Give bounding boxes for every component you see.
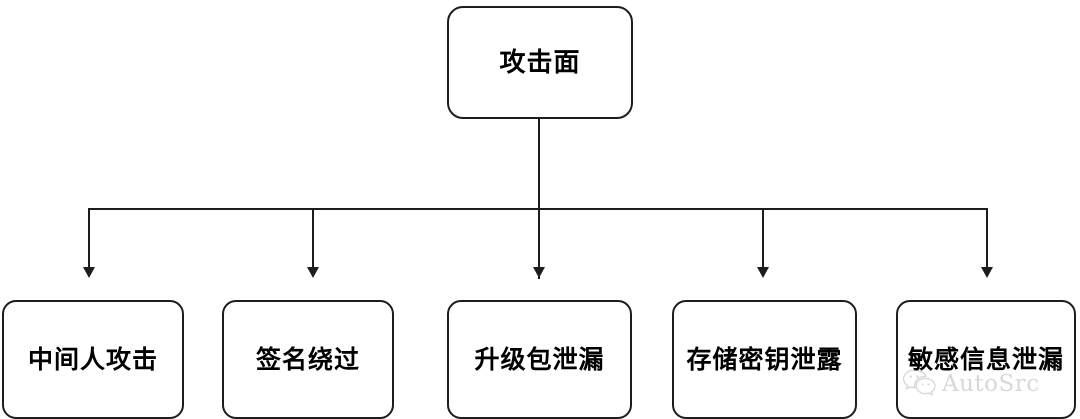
node-label: 存储密钥泄露 <box>686 345 843 374</box>
node-upgrade-package-leak[interactable]: 升级包泄漏 <box>447 300 632 419</box>
node-sensitive-info-leak[interactable]: 敏感信息泄漏 <box>896 300 1076 419</box>
connector-drop-line-3 <box>538 209 540 269</box>
arrow-head-icon <box>83 267 95 278</box>
connector-drop-line-1 <box>88 209 90 269</box>
node-label: 攻击面 <box>499 47 581 78</box>
node-stored-key-leak[interactable]: 存储密钥泄露 <box>672 300 857 419</box>
node-label: 升级包泄漏 <box>474 345 605 374</box>
node-signature-bypass[interactable]: 签名绕过 <box>222 300 394 419</box>
connector-drop-line-2 <box>312 209 314 269</box>
arrow-head-icon <box>533 267 545 278</box>
connector-drop-line-5 <box>986 209 988 269</box>
arrow-head-icon <box>307 267 319 278</box>
node-label: 签名绕过 <box>255 345 360 374</box>
connector-drop-line-4 <box>762 209 764 269</box>
node-mitm-attack[interactable]: 中间人攻击 <box>2 300 184 419</box>
node-attack-surface[interactable]: 攻击面 <box>447 6 633 119</box>
node-label: 敏感信息泄漏 <box>907 345 1064 374</box>
arrow-head-icon <box>981 267 993 278</box>
arrow-head-icon <box>757 267 769 278</box>
node-label: 中间人攻击 <box>27 345 158 374</box>
connector-trunk-line <box>538 119 540 279</box>
